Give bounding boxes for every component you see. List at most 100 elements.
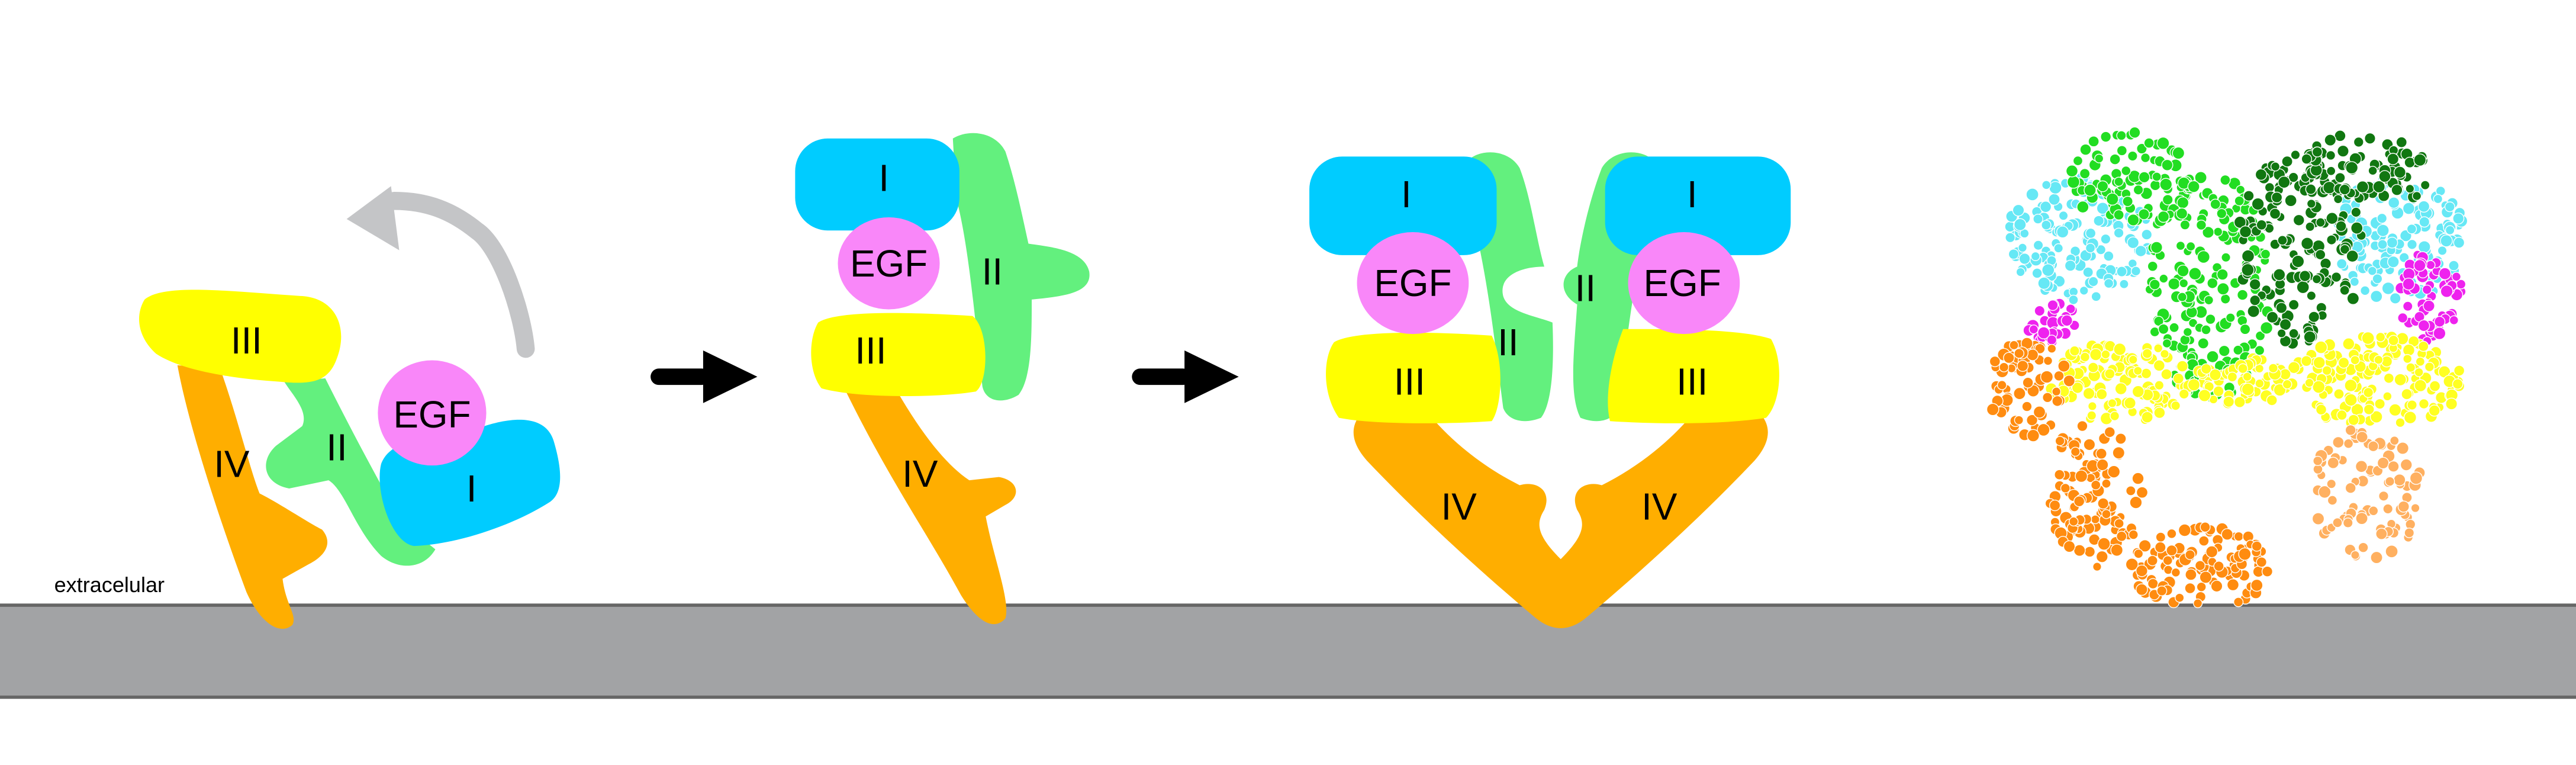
atom-sphere <box>2177 292 2188 303</box>
atom-sphere <box>2291 255 2305 268</box>
atom-sphere <box>2021 401 2033 412</box>
atom-sphere <box>2348 414 2360 426</box>
label-IV: IV <box>1641 486 1677 528</box>
atom-sphere <box>2123 397 2136 410</box>
atom-sphere <box>2233 345 2243 356</box>
atom-sphere <box>2345 161 2359 175</box>
atom-sphere <box>2133 366 2143 376</box>
atom-sphere <box>2312 380 2326 394</box>
membrane <box>0 603 2576 699</box>
atom-sphere <box>2179 278 2189 288</box>
atom-sphere <box>2382 503 2394 515</box>
atom-sphere <box>2388 403 2402 417</box>
atom-sphere <box>2097 537 2111 551</box>
egfr-dimer-crystal-structure <box>1986 126 2468 609</box>
atom-sphere <box>2169 322 2179 333</box>
atom-sphere <box>2345 482 2356 494</box>
atom-sphere <box>2198 535 2210 547</box>
atom-sphere <box>2161 159 2174 171</box>
atom-sphere <box>2131 472 2144 485</box>
label-II: II <box>1498 321 1518 364</box>
atom-sphere <box>2247 304 2261 318</box>
atom-sphere <box>2393 166 2407 179</box>
atom-sphere <box>2141 411 2153 423</box>
atom-sphere <box>2112 446 2126 459</box>
atom-sphere <box>2275 302 2288 314</box>
atom-sphere <box>2017 359 2029 372</box>
atom-sphere <box>2370 551 2383 564</box>
atom-sphere <box>2095 448 2107 459</box>
atom-sphere <box>2008 248 2020 260</box>
atom-sphere <box>2104 368 2115 380</box>
atom-sphere <box>2128 529 2139 540</box>
atom-sphere <box>2013 218 2027 232</box>
atom-sphere <box>2125 558 2139 571</box>
domain-III-left <box>2045 339 2196 425</box>
atom-sphere <box>2100 131 2112 143</box>
atom-sphere <box>2377 239 2388 250</box>
atom-sphere <box>2026 414 2039 426</box>
atom-sphere <box>2154 541 2166 554</box>
atom-sphere <box>2162 194 2174 205</box>
atom-sphere <box>2268 363 2278 374</box>
atom-sphere <box>2026 188 2039 201</box>
atom-sphere <box>2221 252 2231 263</box>
atom-sphere <box>2069 246 2081 257</box>
atom-sphere <box>2064 259 2076 272</box>
atom-sphere <box>2121 165 2131 176</box>
atom-sphere <box>2367 266 2378 276</box>
atom-sphere <box>2355 460 2368 473</box>
atom-sphere <box>2422 284 2432 295</box>
atom-sphere <box>2149 179 2161 191</box>
atom-sphere <box>2369 410 2383 423</box>
atom-sphere <box>2091 291 2101 302</box>
atom-sphere <box>2326 212 2339 225</box>
atom-sphere <box>2182 327 2192 337</box>
atom-sphere <box>2079 352 2091 362</box>
atom-sphere <box>2418 398 2430 410</box>
atom-sphere <box>2335 220 2347 232</box>
egf-ligand <box>838 217 940 310</box>
atom-sphere <box>2313 455 2323 466</box>
atom-sphere <box>2082 387 2095 400</box>
atom-sphere <box>2088 276 2099 287</box>
atom-sphere <box>2176 360 2189 372</box>
atom-sphere <box>2241 382 2255 396</box>
domain-III-right <box>1608 329 1779 423</box>
atom-sphere <box>2094 153 2104 163</box>
atom-sphere <box>2103 250 2114 262</box>
atom-sphere <box>2053 275 2066 288</box>
atom-sphere <box>2097 497 2110 510</box>
atom-sphere <box>2056 226 2069 239</box>
atom-sphere <box>2178 388 2189 400</box>
atom-sphere <box>2344 378 2358 393</box>
atom-sphere <box>2256 557 2268 568</box>
label-EGF: EGF <box>1374 262 1451 304</box>
atom-sphere <box>1989 355 2001 368</box>
atom-sphere <box>2322 181 2336 194</box>
atom-sphere <box>2116 531 2127 542</box>
atom-sphere <box>2009 340 2019 351</box>
atom-sphere <box>2154 380 2165 391</box>
atom-sphere <box>2060 314 2073 327</box>
atom-sphere <box>2391 184 2403 196</box>
atom-sphere <box>2127 213 2140 227</box>
atom-sphere <box>2451 272 2462 282</box>
atom-sphere <box>2401 388 2413 400</box>
atom-sphere <box>2346 292 2360 305</box>
atom-sphere <box>2368 166 2378 176</box>
atom-sphere <box>2237 363 2248 374</box>
atom-sphere <box>2022 377 2034 388</box>
atom-sphere <box>2075 470 2088 483</box>
atom-sphere <box>2223 396 2235 408</box>
atom-sphere <box>2047 300 2059 311</box>
atom-sphere <box>2185 568 2197 581</box>
atom-sphere <box>2226 578 2240 592</box>
label-EGF: EGF <box>850 242 928 285</box>
atom-sphere <box>2095 388 2108 400</box>
atom-sphere <box>2150 241 2163 254</box>
atom-sphere <box>2076 420 2088 432</box>
atom-sphere <box>2278 175 2291 189</box>
atom-sphere <box>2308 311 2320 323</box>
atom-sphere <box>2409 471 2423 485</box>
